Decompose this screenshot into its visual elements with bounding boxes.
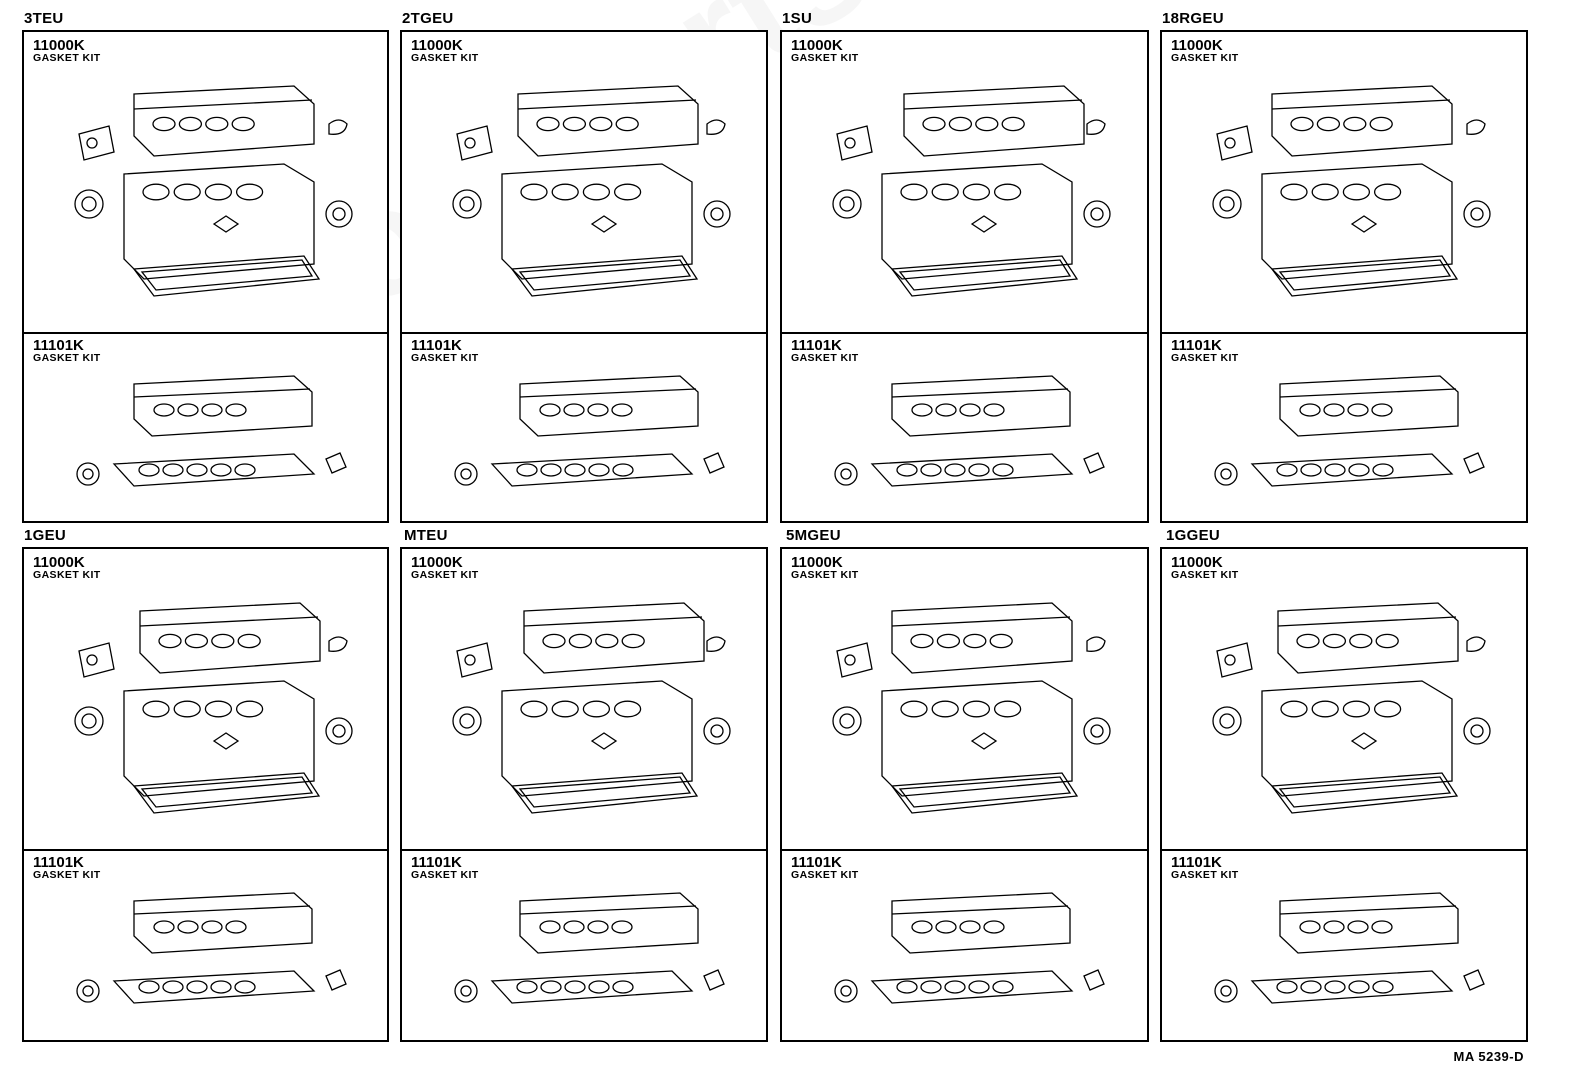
panel-mteu: 11000K GASKET KIT 11101K GASKET KIT	[400, 547, 768, 1042]
kit-name: GASKET KIT	[411, 52, 479, 64]
kit-name: GASKET KIT	[791, 569, 859, 581]
engine-gasket-drawing	[442, 64, 742, 319]
kit-name: GASKET KIT	[791, 352, 859, 364]
engine-label-mteu: MTEU	[404, 527, 448, 544]
kit-cell-full[interactable]: 11000K GASKET KIT	[782, 549, 1147, 851]
kit-name: GASKET KIT	[411, 869, 479, 881]
panel-2tgeu: 11000K GASKET KIT 11101K GASKET KIT	[400, 30, 768, 523]
engine-label-1su: 1SU	[782, 10, 813, 27]
engine-gasket-drawing	[1202, 581, 1502, 836]
part-number: 11101K	[791, 854, 842, 871]
head-gasket-drawing	[64, 881, 364, 1031]
head-gasket-drawing	[822, 881, 1122, 1031]
part-number: 11000K	[411, 37, 463, 54]
kit-cell-head[interactable]: 11101K GASKET KIT	[24, 332, 387, 521]
part-number: 11000K	[1171, 37, 1223, 54]
part-number: 11000K	[411, 554, 463, 571]
panel-1su: 11000K GASKET KIT 11101K GASKET KIT	[780, 30, 1149, 523]
head-gasket-drawing	[822, 364, 1122, 514]
engine-gasket-drawing	[64, 64, 364, 319]
kit-name: GASKET KIT	[1171, 352, 1239, 364]
kit-cell-head[interactable]: 11101K GASKET KIT	[782, 332, 1147, 521]
engine-label-1geu: 1GEU	[24, 527, 67, 544]
kit-name: GASKET KIT	[791, 52, 859, 64]
kit-cell-full[interactable]: 11000K GASKET KIT	[24, 549, 387, 851]
kit-cell-full[interactable]: 11000K GASKET KIT	[24, 32, 387, 334]
part-number: 11000K	[791, 554, 843, 571]
engine-label-1ggeu: 1GGEU	[1166, 527, 1221, 544]
engine-label-18rgeu: 18RGEU	[1162, 10, 1224, 27]
part-number: 11101K	[411, 337, 462, 354]
head-gasket-drawing	[442, 364, 742, 514]
part-number: 11101K	[33, 337, 84, 354]
part-number: 11000K	[33, 37, 85, 54]
engine-gasket-drawing	[822, 64, 1122, 319]
part-number: 11000K	[1171, 554, 1223, 571]
head-gasket-drawing	[442, 881, 742, 1031]
head-gasket-drawing	[1202, 881, 1502, 1031]
engine-gasket-drawing	[64, 581, 364, 836]
kit-cell-full[interactable]: 11000K GASKET KIT	[402, 549, 766, 851]
panel-18rgeu: 11000K GASKET KIT 11101K GASKET KIT	[1160, 30, 1528, 523]
kit-cell-full[interactable]: 11000K GASKET KIT	[402, 32, 766, 334]
kit-name: GASKET KIT	[33, 869, 101, 881]
kit-cell-head[interactable]: 11101K GASKET KIT	[24, 849, 387, 1040]
panel-3teu: 11000K GASKET KIT 11101K GASKET KIT	[22, 30, 389, 523]
kit-cell-head[interactable]: 11101K GASKET KIT	[1162, 849, 1526, 1040]
kit-name: GASKET KIT	[33, 569, 101, 581]
kit-cell-head[interactable]: 11101K GASKET KIT	[402, 332, 766, 521]
engine-label-2tgeu: 2TGEU	[402, 10, 454, 27]
part-number: 11101K	[411, 854, 462, 871]
panel-5mgeu: 11000K GASKET KIT 11101K GASKET KIT	[780, 547, 1149, 1042]
kit-cell-head[interactable]: 11101K GASKET KIT	[1162, 332, 1526, 521]
panel-1geu: 11000K GASKET KIT 11101K GASKET KIT	[22, 547, 389, 1042]
kit-name: GASKET KIT	[1171, 569, 1239, 581]
kit-name: GASKET KIT	[1171, 869, 1239, 881]
part-number: 11000K	[791, 37, 843, 54]
kit-name: GASKET KIT	[411, 569, 479, 581]
part-number: 11101K	[1171, 337, 1222, 354]
kit-cell-full[interactable]: 11000K GASKET KIT	[782, 32, 1147, 334]
head-gasket-drawing	[1202, 364, 1502, 514]
kit-cell-head[interactable]: 11101K GASKET KIT	[782, 849, 1147, 1040]
reference-code: MA 5239-D	[1453, 1049, 1524, 1064]
engine-gasket-drawing	[442, 581, 742, 836]
panel-1ggeu: 11000K GASKET KIT 11101K GASKET KIT	[1160, 547, 1528, 1042]
engine-gasket-drawing	[822, 581, 1122, 836]
kit-cell-full[interactable]: 11000K GASKET KIT	[1162, 549, 1526, 851]
kit-name: GASKET KIT	[1171, 52, 1239, 64]
kit-name: GASKET KIT	[33, 352, 101, 364]
part-number: 11000K	[33, 554, 85, 571]
engine-label-5mgeu: 5MGEU	[786, 527, 841, 544]
kit-name: GASKET KIT	[791, 869, 859, 881]
engine-gasket-drawing	[1202, 64, 1502, 319]
engine-label-3teu: 3TEU	[24, 10, 64, 27]
kit-cell-head[interactable]: 11101K GASKET KIT	[402, 849, 766, 1040]
part-number: 11101K	[1171, 854, 1222, 871]
kit-name: GASKET KIT	[411, 352, 479, 364]
kit-cell-full[interactable]: 11000K GASKET KIT	[1162, 32, 1526, 334]
part-number: 11101K	[791, 337, 842, 354]
kit-name: GASKET KIT	[33, 52, 101, 64]
head-gasket-drawing	[64, 364, 364, 514]
part-number: 11101K	[33, 854, 84, 871]
